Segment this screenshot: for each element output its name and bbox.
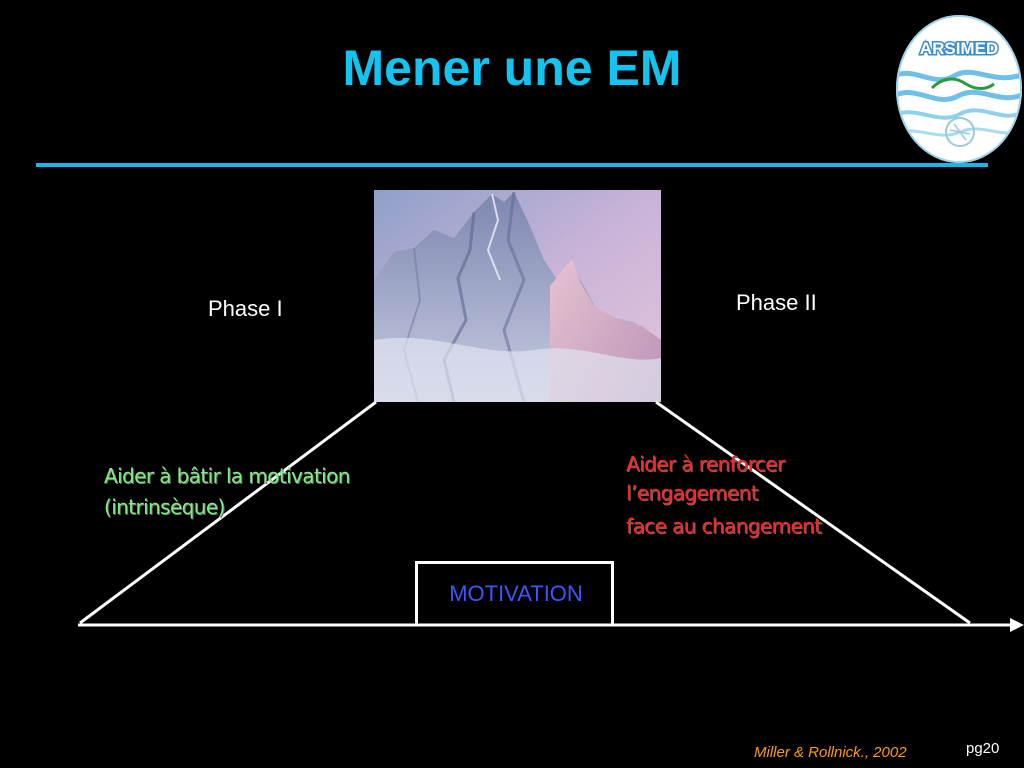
title-divider (36, 163, 988, 167)
page-number: pg20 (966, 740, 1000, 757)
reinforce-engagement-text: Aider à renforcer l’engagement face au c… (626, 450, 822, 541)
reinforce-engagement-line: l’engagement (626, 481, 759, 505)
citation: Miller & Rollnick., 2002 (754, 744, 907, 761)
motivation-box (415, 561, 614, 625)
left-slope-line (79, 400, 377, 625)
phase-two-label: Phase II (736, 290, 817, 315)
reinforce-engagement-line: face au changement (626, 514, 822, 538)
motivation-label: MOTIVATION (449, 581, 583, 606)
logo-text: ARSIMED (920, 39, 998, 58)
mountain-image (374, 190, 661, 402)
slide-title: Mener une EM (342, 40, 682, 96)
arsimed-logo: ARSIMED (896, 15, 1022, 163)
arrow-right-icon (1010, 618, 1024, 632)
build-motivation-line: (intrinsèque) (104, 495, 225, 519)
phase-one-label: Phase I (208, 296, 283, 321)
right-slope-line (655, 400, 971, 625)
build-motivation-text: Aider à bâtir la motivation (intrinsèque… (104, 461, 350, 523)
reinforce-engagement-line: Aider à renforcer (626, 452, 785, 476)
build-motivation-line: Aider à bâtir la motivation (104, 464, 350, 488)
